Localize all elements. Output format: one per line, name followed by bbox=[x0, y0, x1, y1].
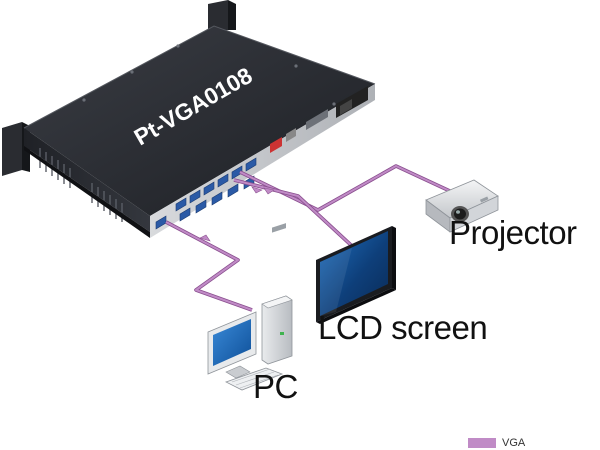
vga-cable-lcd bbox=[233, 178, 354, 248]
matrix-switcher-icon bbox=[2, 0, 376, 238]
lcd-screen-label: LCD screen bbox=[318, 309, 488, 346]
legend: VGA bbox=[468, 437, 525, 449]
pc-icon bbox=[207, 223, 293, 391]
legend-swatch bbox=[468, 438, 496, 448]
projector-icon bbox=[425, 179, 499, 233]
pc-label: PC bbox=[253, 368, 298, 405]
lcd-monitor-icon bbox=[316, 226, 396, 324]
legend-label: VGA bbox=[502, 437, 526, 449]
signal-arrow-icon bbox=[199, 186, 275, 242]
projector-label: Projector bbox=[449, 214, 577, 251]
vga-cable-pc bbox=[165, 220, 253, 312]
